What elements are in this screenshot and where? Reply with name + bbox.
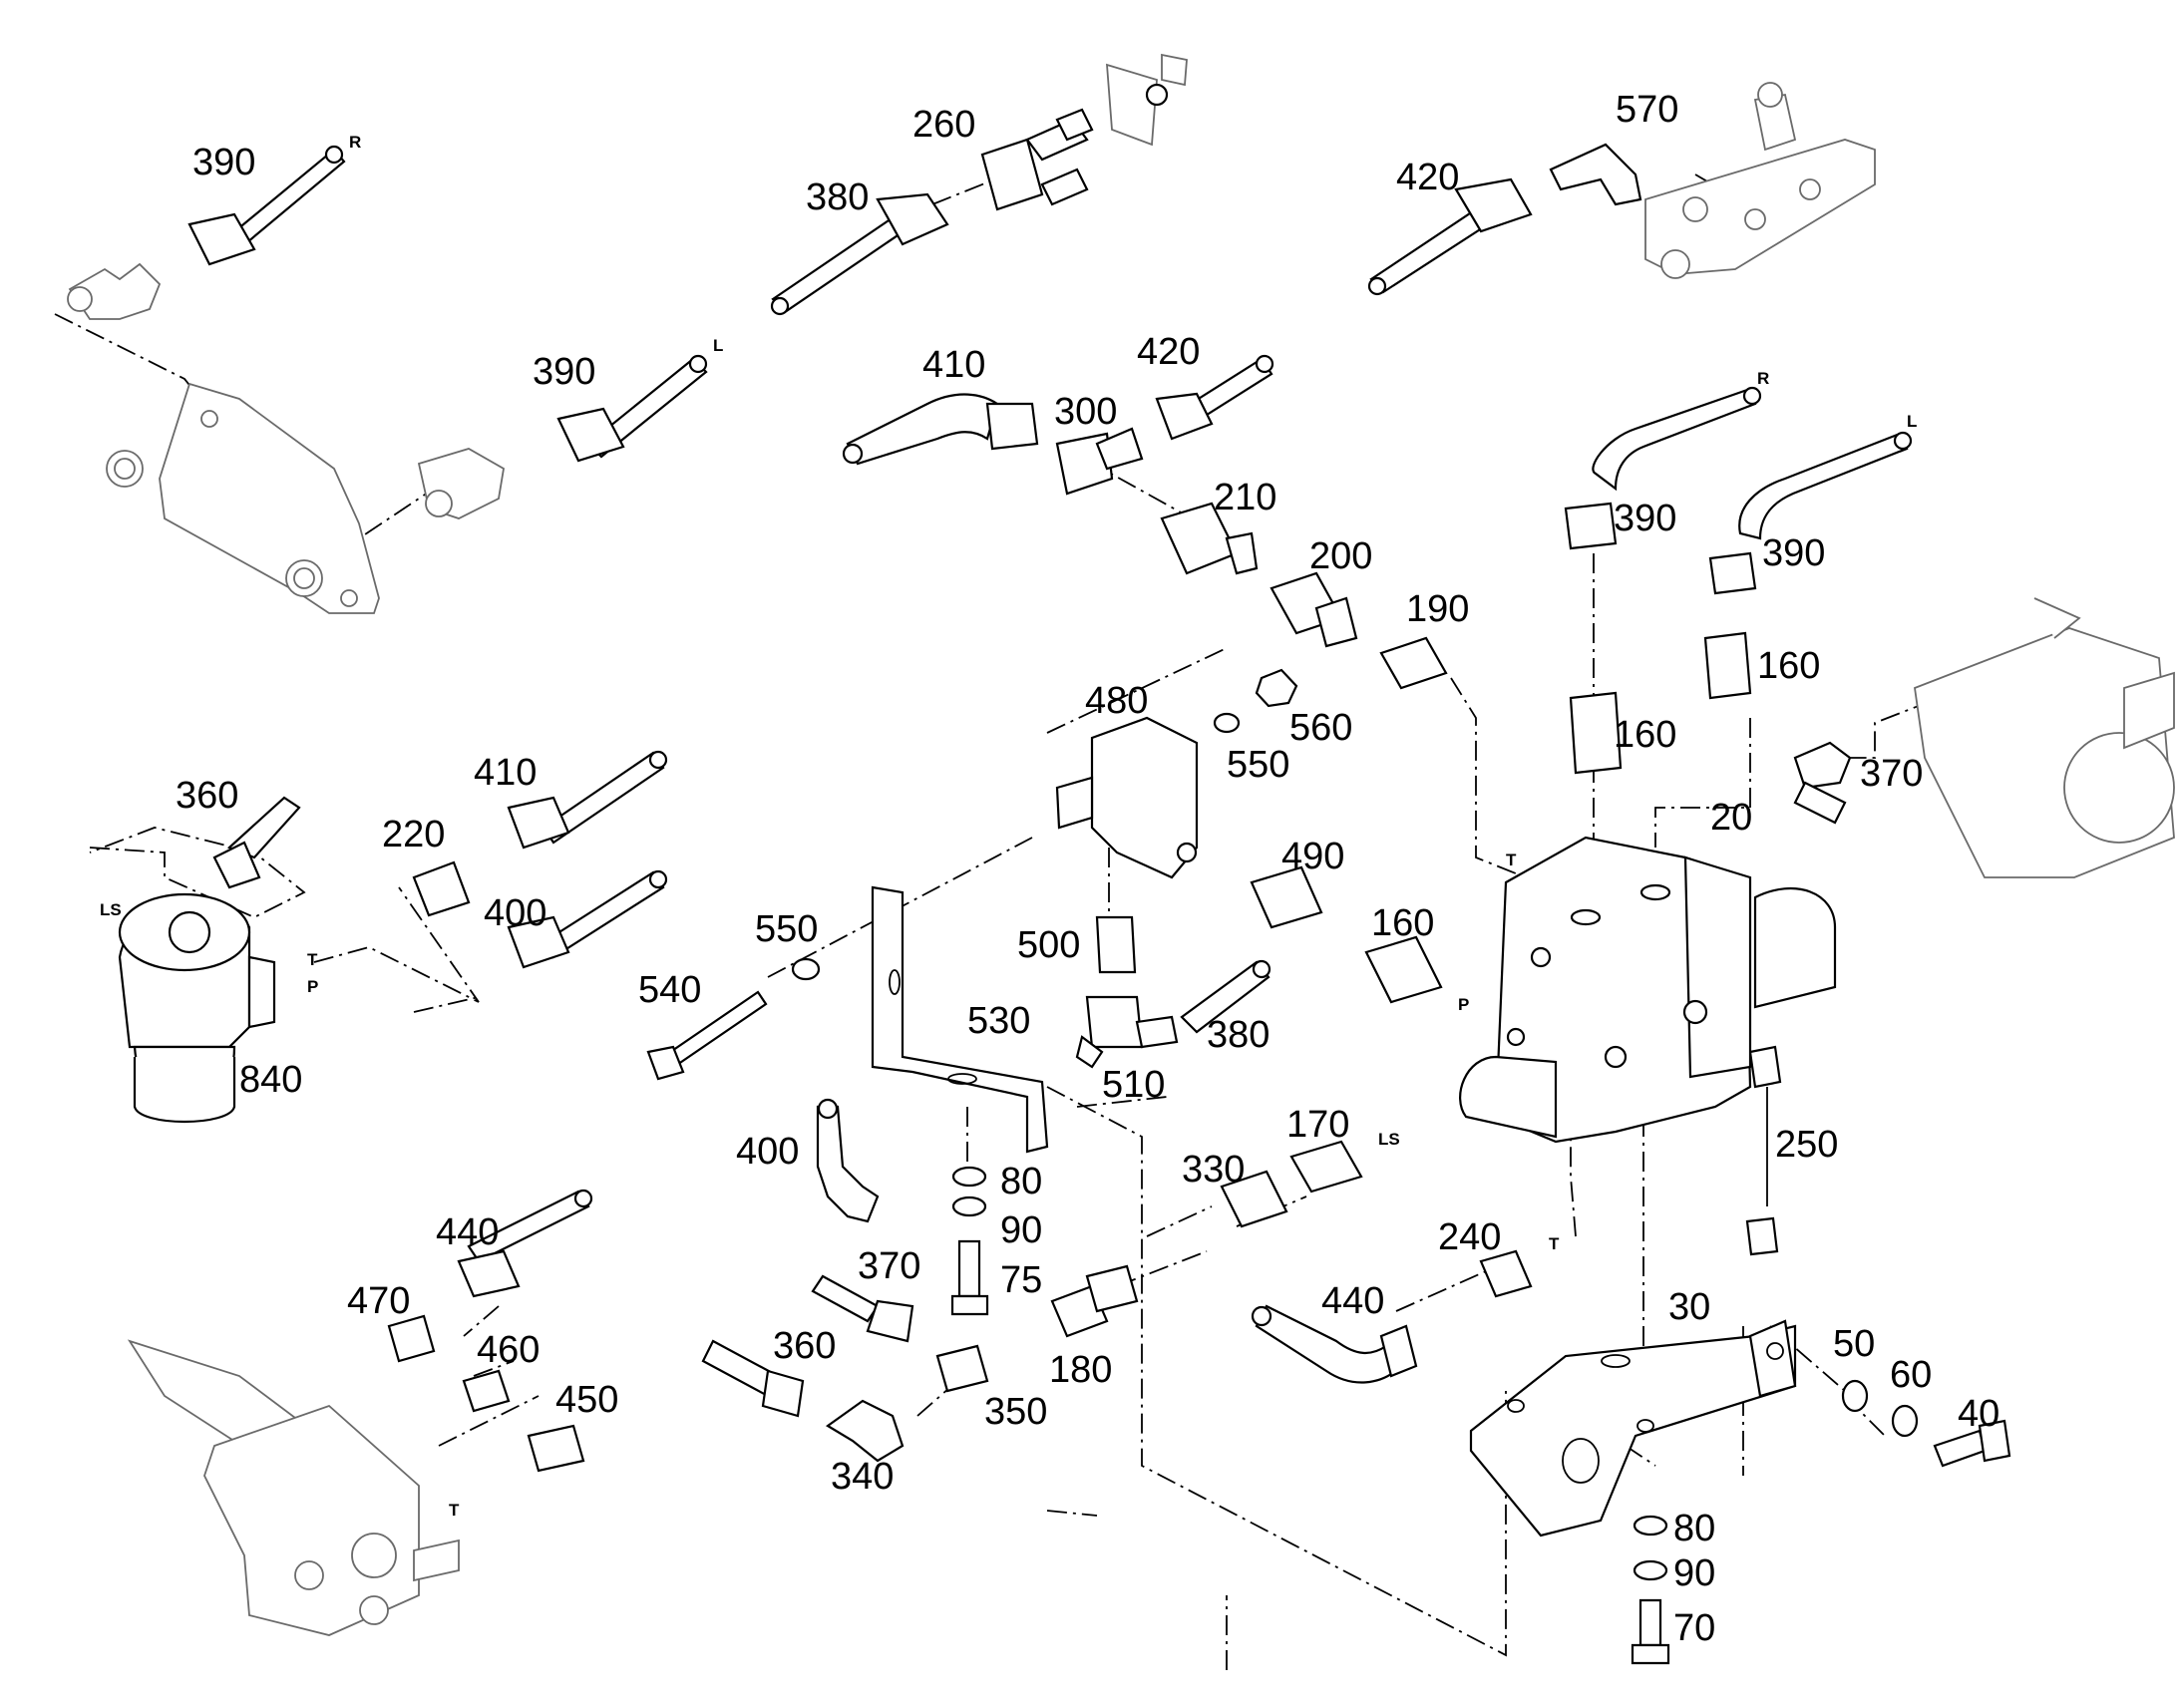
- callout-160: 160: [1757, 645, 1820, 687]
- callout-180: 180: [1049, 1349, 1112, 1391]
- callout-460: 460: [477, 1329, 540, 1371]
- mounting-plate-context: [67, 262, 505, 614]
- callout-390: 390: [192, 142, 255, 183]
- port-label-l: L: [713, 336, 723, 355]
- port-label-ls: LS: [100, 900, 122, 919]
- distribution-manifold-context: [1644, 82, 1876, 279]
- callout-510: 510: [1102, 1064, 1165, 1106]
- callout-260: 260: [912, 104, 975, 146]
- port-label-l: L: [1907, 412, 1917, 431]
- bracket-530: [871, 885, 1049, 1154]
- callout-470: 470: [347, 1280, 410, 1322]
- callout-370: 370: [858, 1245, 920, 1287]
- callout-500: 500: [1017, 924, 1080, 966]
- callout-360: 360: [773, 1325, 836, 1367]
- callout-20: 20: [1710, 797, 1752, 839]
- callout-440: 440: [1321, 1280, 1384, 1322]
- hoses: [187, 143, 1913, 1463]
- callout-400: 400: [484, 892, 546, 934]
- port-label-r: R: [1757, 369, 1769, 388]
- callout-560: 560: [1289, 707, 1352, 749]
- callout-550: 550: [755, 908, 818, 950]
- callout-480: 480: [1085, 680, 1148, 722]
- callout-420: 420: [1396, 157, 1459, 198]
- steering-cylinder-context: [1914, 597, 2175, 878]
- callout-210: 210: [1214, 477, 1276, 518]
- callout-330: 330: [1182, 1149, 1245, 1191]
- callout-40: 40: [1958, 1393, 1999, 1435]
- callout-240: 240: [1438, 1216, 1501, 1258]
- callout-540: 540: [638, 969, 701, 1011]
- callout-360: 360: [176, 775, 238, 817]
- callout-370: 370: [1860, 753, 1923, 795]
- callout-410: 410: [922, 344, 985, 386]
- callout-250: 250: [1775, 1124, 1838, 1166]
- callout-530: 530: [967, 1000, 1030, 1042]
- port-label-t: T: [1506, 851, 1517, 869]
- callout-450: 450: [555, 1379, 618, 1421]
- callout-labels: 390 260 380 570 420 390 410 420 300 210 …: [176, 89, 1999, 1649]
- callout-50: 50: [1833, 1323, 1875, 1365]
- callout-80: 80: [1000, 1161, 1042, 1202]
- callout-90: 90: [1000, 1209, 1042, 1251]
- callout-75: 75: [1000, 1259, 1042, 1301]
- port-label-p: P: [1458, 995, 1469, 1014]
- callout-350: 350: [984, 1391, 1047, 1433]
- callout-300: 300: [1054, 391, 1117, 433]
- callout-160: 160: [1614, 714, 1676, 756]
- callout-490: 490: [1281, 836, 1344, 877]
- callout-30: 30: [1668, 1286, 1710, 1328]
- mounting-bracket-30: [1469, 1319, 1797, 1537]
- port-label-t: T: [449, 1501, 460, 1520]
- port-labels: R L R L LS T P T P LS T T: [100, 133, 1917, 1520]
- callout-400: 400: [736, 1131, 799, 1173]
- callout-200: 200: [1309, 535, 1372, 577]
- callout-160: 160: [1371, 902, 1434, 944]
- callout-390: 390: [1614, 498, 1676, 539]
- port-label-t: T: [1549, 1234, 1560, 1253]
- mounting-block-480: [1055, 716, 1199, 879]
- brake-pedal-valve-context: [127, 1339, 460, 1636]
- callout-440: 440: [436, 1211, 499, 1253]
- port-label-t: T: [307, 950, 318, 969]
- steering-unit-840: [118, 892, 276, 1124]
- callout-60: 60: [1890, 1354, 1932, 1396]
- callout-570: 570: [1616, 89, 1678, 131]
- callout-170: 170: [1286, 1104, 1349, 1146]
- callout-410: 410: [474, 752, 537, 794]
- callout-70: 70: [1673, 1607, 1715, 1649]
- control-valve-20: [1459, 836, 1837, 1144]
- callout-220: 220: [382, 814, 445, 855]
- port-label-ls: LS: [1378, 1130, 1400, 1149]
- callout-840: 840: [239, 1059, 302, 1101]
- callout-380: 380: [806, 176, 869, 218]
- port-label-r: R: [349, 133, 361, 152]
- callout-90: 90: [1673, 1552, 1715, 1594]
- tee-block-260-context: [1106, 53, 1188, 147]
- callout-550: 550: [1227, 744, 1289, 786]
- fittings: [387, 83, 2011, 1665]
- callout-420: 420: [1137, 331, 1200, 373]
- callout-190: 190: [1406, 588, 1469, 630]
- port-label-p: P: [307, 977, 318, 996]
- callout-390: 390: [533, 351, 595, 393]
- callout-340: 340: [831, 1456, 894, 1498]
- callout-80: 80: [1673, 1508, 1715, 1549]
- callout-380: 380: [1207, 1014, 1270, 1056]
- callout-390: 390: [1762, 532, 1825, 574]
